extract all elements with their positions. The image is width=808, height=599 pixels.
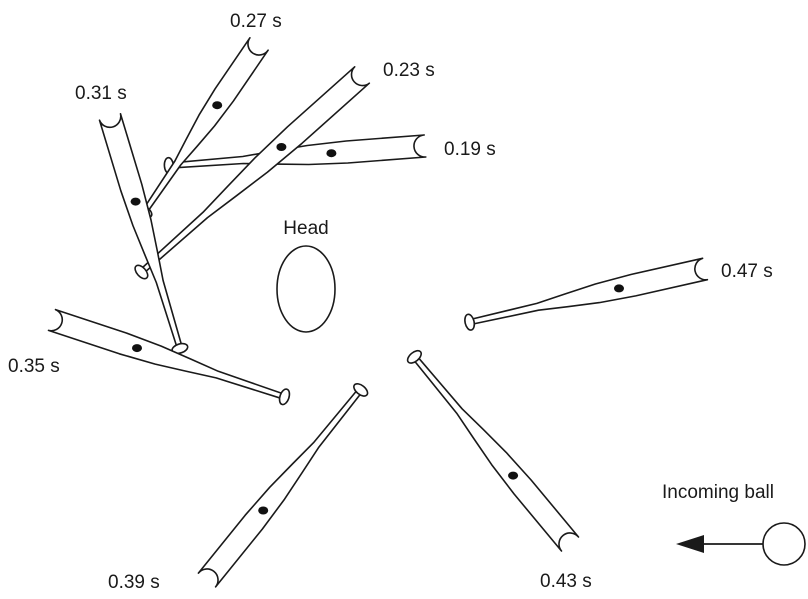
- bat-time-label: 0.43 s: [540, 571, 592, 592]
- bat-outline: [140, 66, 371, 274]
- bat: [136, 37, 269, 219]
- bat-time-label: 0.35 s: [8, 356, 60, 377]
- bat-balance-point: [258, 506, 269, 515]
- bat-outline: [469, 257, 709, 326]
- bat: [98, 113, 189, 355]
- bat-balance-point: [130, 197, 141, 206]
- bat: [406, 349, 580, 552]
- bat-knob: [353, 382, 369, 397]
- head-outline: [276, 245, 336, 333]
- bat: [197, 382, 369, 588]
- bat-balance-point: [212, 101, 223, 110]
- bat-balance-point: [508, 471, 519, 480]
- bat-knob: [278, 388, 291, 406]
- bat-knob: [134, 264, 149, 280]
- arrow-left-icon: [676, 535, 704, 553]
- bat-balance-point: [326, 149, 337, 158]
- bat: [47, 308, 291, 406]
- bat-time-label: 0.19 s: [444, 139, 496, 160]
- bat-knob: [464, 313, 476, 331]
- bat-outline: [197, 388, 363, 588]
- bat-balance-point: [132, 344, 142, 353]
- bat-outline: [98, 113, 183, 349]
- ball: [762, 522, 806, 566]
- bat-time-label: 0.39 s: [108, 572, 160, 593]
- bats-layer: [47, 37, 709, 588]
- bat-time-label: 0.47 s: [721, 261, 773, 282]
- bat-outline: [169, 134, 427, 169]
- bat-balance-point: [276, 143, 287, 151]
- bat: [464, 257, 709, 331]
- bat-time-label: 0.23 s: [383, 60, 435, 81]
- bat-balance-point: [614, 284, 624, 293]
- bat-outline: [142, 37, 269, 213]
- bat: [134, 66, 371, 280]
- head-label: Head: [283, 218, 328, 239]
- bat-time-label: 0.27 s: [230, 11, 282, 32]
- bat-time-label: 0.31 s: [75, 83, 127, 104]
- bat-knob: [406, 349, 422, 364]
- bat-outline: [412, 355, 580, 552]
- bat-outline: [47, 308, 285, 400]
- incoming-ball-label: Incoming ball: [662, 482, 774, 503]
